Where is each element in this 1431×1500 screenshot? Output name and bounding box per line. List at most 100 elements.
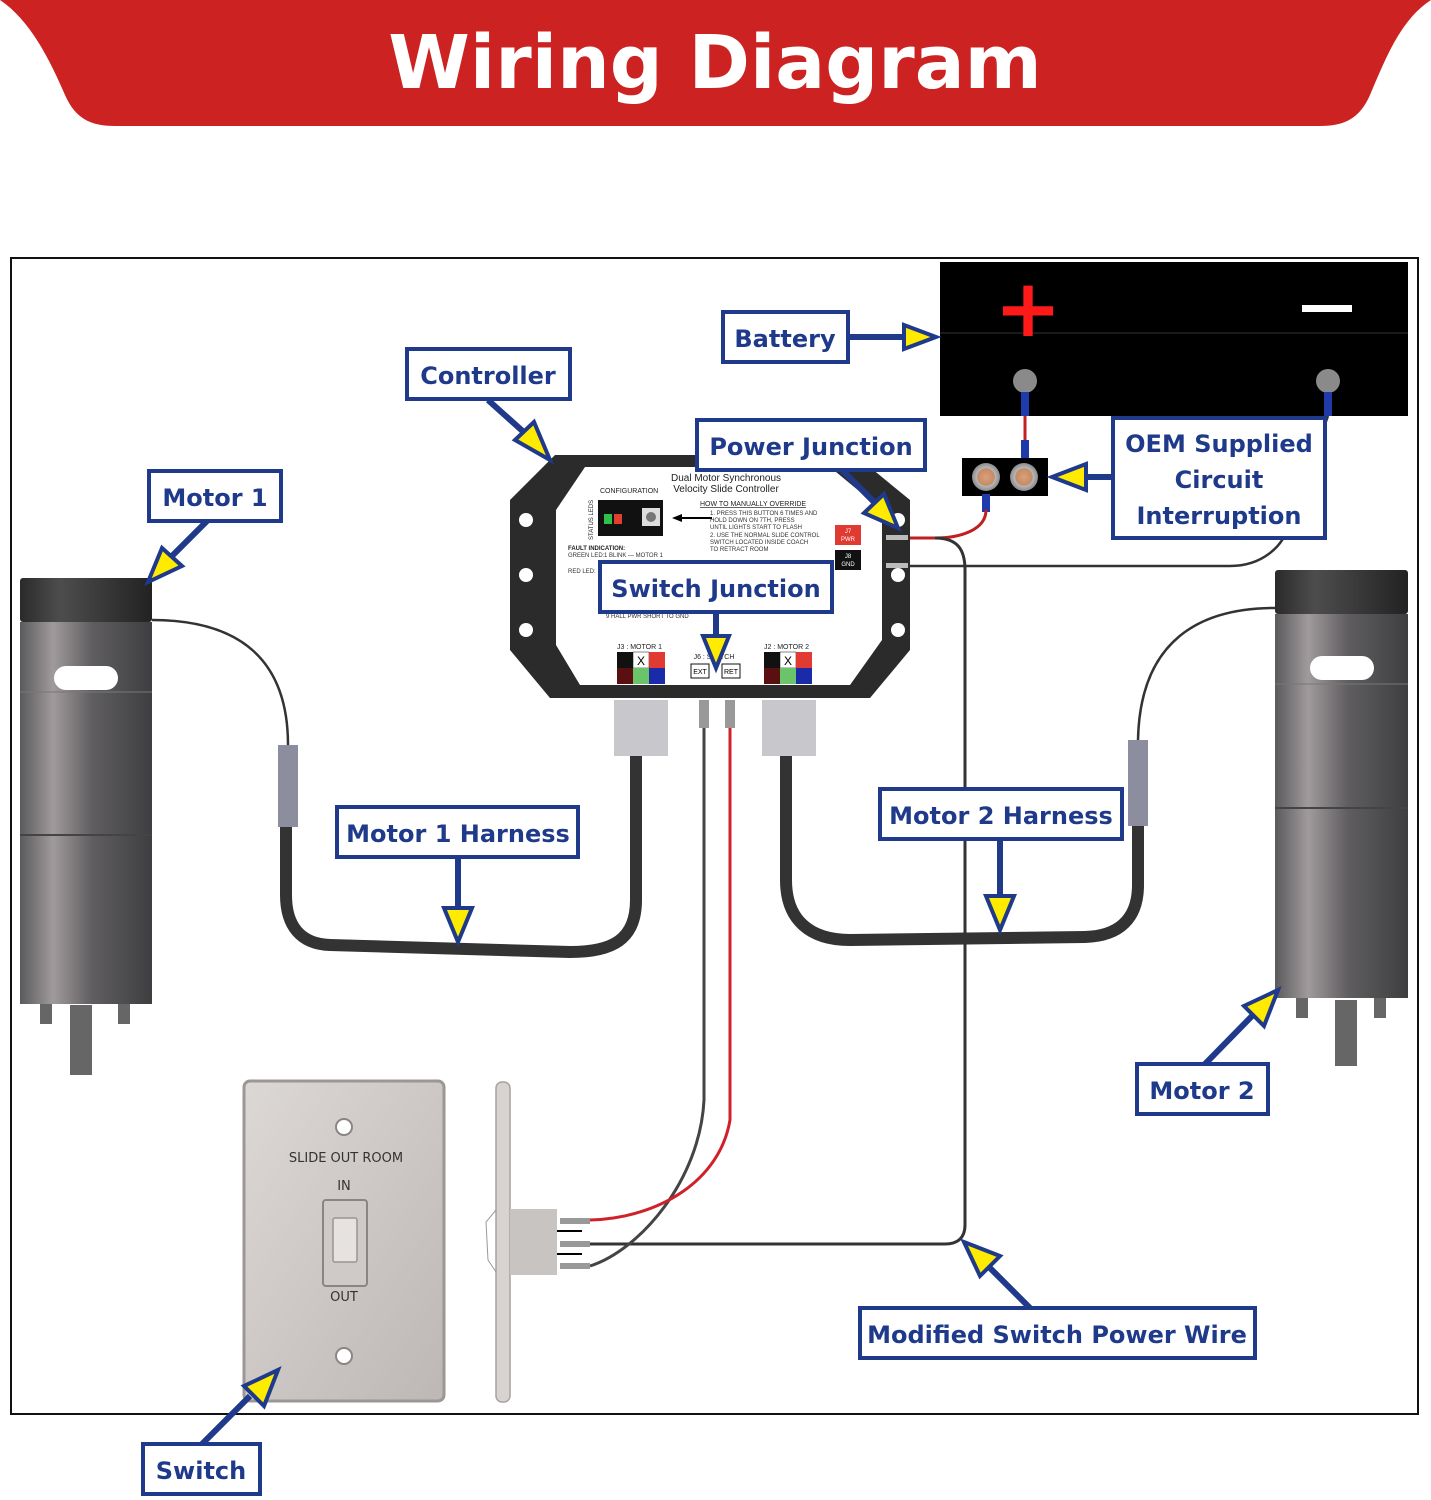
pin-x-label: X [784, 654, 792, 668]
j7-spade [886, 535, 908, 540]
rocker-toggle[interactable] [332, 1217, 358, 1263]
header-banner: Wiring Diagram [0, 0, 1431, 126]
plate-screw-bottom [335, 1347, 353, 1365]
circuit-breaker [962, 416, 1048, 512]
callout-labels: Battery Controller Power Junction OEM Su… [141, 310, 1327, 1496]
override-step: 1. PRESS THIS BUTTON 6 TIMES AND [710, 511, 818, 517]
battery-arrow-head [902, 322, 942, 352]
pin-hall-sig [649, 668, 665, 684]
label-battery-text: Battery [734, 325, 836, 353]
ret-terminal [721, 663, 741, 679]
j2-title: J2 : MOTOR 2 [764, 644, 809, 651]
j3-title: J3 : MOTOR 1 [617, 644, 662, 651]
j7-sub-label: PWR [841, 537, 856, 543]
plate-in-label: IN [337, 1179, 351, 1194]
power-junction-arrow-shaft [837, 465, 878, 506]
motor1-harness-cable [280, 756, 642, 959]
label-box [141, 1442, 262, 1496]
wires [151, 415, 1330, 1268]
mount-hole [519, 623, 533, 637]
label-box [878, 787, 1124, 841]
j7-label: J7 [845, 529, 852, 535]
motor1-arrow-head [144, 544, 186, 587]
green-led [604, 514, 612, 524]
battery: + [940, 262, 1408, 416]
j8-spade [886, 563, 908, 568]
motor1-slot [54, 666, 118, 690]
label-box [695, 418, 927, 472]
label-motor1-text: Motor 1 [162, 484, 267, 512]
label-oem-line1: OEM Supplied [1125, 430, 1313, 458]
label-box [405, 347, 572, 401]
motor1-arrow-shaft [169, 517, 211, 559]
motor1-shaft [70, 1005, 92, 1075]
pin-hall-pwr [764, 668, 780, 684]
controller-connectors [614, 700, 816, 756]
label-switch-text: Switch [156, 1457, 246, 1485]
switch-housing [510, 1209, 557, 1275]
switch-wire-ext [589, 720, 706, 1268]
motor-2 [1275, 570, 1408, 1066]
ret-spade [725, 700, 735, 728]
mount-hole [519, 568, 533, 582]
label-box [598, 560, 834, 614]
power-wire [905, 509, 988, 540]
j8-sub-label: GND [841, 562, 855, 568]
banner-shape [0, 0, 1431, 126]
battery-negative-symbol [1302, 305, 1352, 312]
power-junction-arrow-head [860, 490, 902, 532]
battery-positive-symbol: + [994, 262, 1061, 355]
label-switch-junction-text: Switch Junction [611, 575, 820, 603]
mspw-arrow-head [960, 1238, 1004, 1280]
pin-out2 [796, 652, 812, 668]
plate-out-label: OUT [330, 1290, 358, 1305]
pointer-head [672, 514, 682, 522]
pin-hall-sig [796, 668, 812, 684]
j2-pin-block: X [764, 651, 812, 684]
motor2-tab [1296, 998, 1308, 1018]
j2-plug [762, 700, 816, 756]
switch-plate: SLIDE OUT ROOM IN OUT [242, 1079, 446, 1403]
label-motor-1: Motor 1 [147, 469, 283, 523]
j8-gnd-badge [835, 550, 861, 570]
motor1-connector [278, 745, 298, 827]
label-battery: Battery [721, 310, 850, 364]
mount-hole [519, 513, 533, 527]
motor2-tab [1374, 998, 1386, 1018]
label-box [147, 469, 283, 523]
terminal-lug [1021, 392, 1029, 416]
ext-spade [699, 700, 709, 728]
motor2-lead [1136, 606, 1276, 741]
label-switch: Switch [141, 1442, 262, 1496]
motor2-connector [1128, 740, 1148, 826]
battery-negative-terminal [1316, 369, 1340, 393]
label-controller: Controller [405, 347, 572, 401]
ext-label: EXT [693, 669, 707, 676]
lug [982, 494, 990, 512]
ret-label: RET [724, 669, 739, 676]
label-motor-1-harness: Motor 1 Harness [335, 805, 580, 859]
j7-pwr-badge [835, 525, 861, 545]
motor-1 [20, 578, 152, 1075]
ext-terminal [690, 663, 710, 679]
pin-out1 [617, 652, 633, 668]
config-button-cap [646, 512, 656, 522]
callout-arrows [144, 322, 1282, 1447]
diagram-frame [10, 257, 1419, 1415]
side-plate [495, 1081, 511, 1403]
motor1-cap [20, 578, 152, 622]
breaker-terminal-2 [1010, 463, 1038, 491]
label-box [335, 805, 580, 859]
label-box [1135, 1062, 1270, 1116]
motor2-cap [1275, 570, 1408, 614]
label-oem-line2: Circuit [1175, 466, 1264, 494]
lug [1021, 440, 1029, 460]
label-box [858, 1306, 1257, 1360]
controller-title-2: Velocity Slide Controller [673, 484, 779, 495]
j8-label: J8 [845, 554, 852, 560]
motor2-harness-cable [780, 756, 1144, 947]
green-led-value: 1 BLINK — MOTOR 1 [604, 553, 664, 559]
override-heading: HOW TO MANUALLY OVERRIDE [700, 501, 806, 508]
motor1-lead [151, 618, 290, 746]
